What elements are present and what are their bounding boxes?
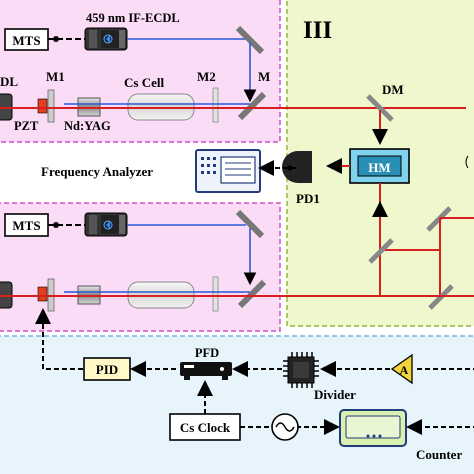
dm-label: DM bbox=[382, 82, 404, 97]
hm-label: HM bbox=[368, 160, 390, 175]
cs-cell-label: Cs Cell bbox=[124, 75, 164, 90]
lens-edge bbox=[465, 155, 469, 169]
mts-mid-link-dot bbox=[53, 222, 59, 228]
pzt-element bbox=[37, 98, 48, 114]
bottom-electronics-panel bbox=[0, 335, 474, 474]
dm-mirror bbox=[366, 94, 394, 122]
divider-label: Divider bbox=[314, 387, 356, 402]
dl-label: DL bbox=[0, 74, 18, 89]
divider-chip-icon[interactable] bbox=[283, 352, 319, 388]
m1-label: M1 bbox=[46, 69, 65, 84]
frequency-analyzer-device[interactable] bbox=[195, 149, 261, 193]
amplifier-triangle[interactable] bbox=[390, 353, 413, 385]
pd1-label: PD1 bbox=[296, 191, 320, 206]
mts-top-link-dot bbox=[53, 36, 59, 42]
m2-mirror bbox=[212, 87, 219, 123]
pfd-device[interactable] bbox=[180, 362, 232, 380]
laser-top-label: 459 nm IF-ECDL bbox=[86, 11, 180, 25]
ecdl-laser-mid-icon bbox=[84, 212, 128, 237]
amp-label: A bbox=[400, 363, 409, 377]
m2-mirror-mid bbox=[212, 276, 219, 312]
pzt-label: PZT bbox=[14, 119, 39, 133]
m1-mirror bbox=[47, 89, 55, 123]
mirror-top-right bbox=[235, 25, 265, 55]
ecdl-laser-top-icon bbox=[84, 27, 128, 51]
pd1-detector bbox=[282, 151, 312, 183]
counter-device[interactable] bbox=[339, 409, 407, 447]
mirror-mid-right bbox=[235, 209, 265, 239]
m2-label: M2 bbox=[197, 69, 216, 84]
section-label: III bbox=[303, 17, 332, 44]
frequency-analyzer-label: Frequency Analyzer bbox=[41, 164, 153, 179]
sine-source-icon bbox=[271, 413, 299, 441]
pd1-link-dot bbox=[287, 165, 293, 171]
pid-label: PID bbox=[96, 362, 118, 377]
m-label: M bbox=[258, 69, 270, 84]
pfd-label: PFD bbox=[195, 346, 219, 360]
ndyag-label: Nd:YAG bbox=[64, 119, 111, 133]
cs-clock-label: Cs Clock bbox=[180, 420, 231, 435]
counter-label: Counter bbox=[416, 447, 462, 462]
m-mirror-mid bbox=[237, 279, 267, 309]
m-mirror bbox=[237, 91, 267, 121]
mts-mid-label: MTS bbox=[12, 218, 40, 233]
mts-top-label: MTS bbox=[12, 33, 40, 48]
pzt-element-mid bbox=[37, 286, 48, 302]
right-mirror-mid bbox=[368, 238, 394, 264]
